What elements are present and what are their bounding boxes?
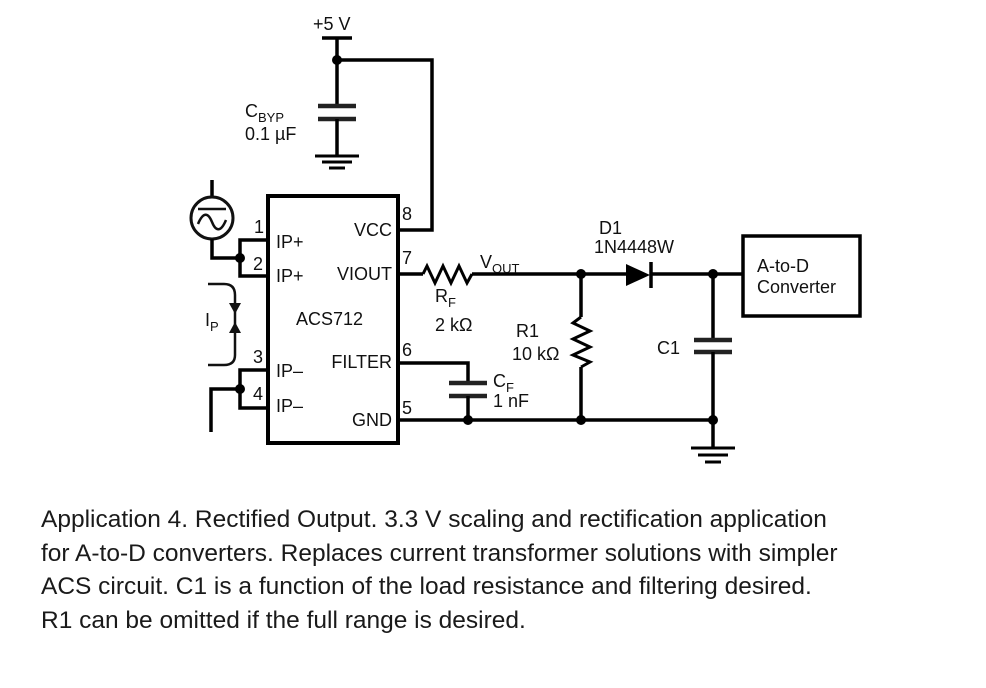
figure-caption: Application 4. Rectified Output. 3.3 V s…: [41, 503, 971, 637]
caption-line: ACS circuit. C1 is a function of the loa…: [41, 573, 812, 600]
chip-name: ACS712: [296, 309, 363, 329]
cbyp-value: 0.1 µF: [245, 124, 296, 144]
pin-label: IP+: [276, 266, 304, 286]
rf-resistor-icon: [421, 262, 474, 287]
diode-icon: [626, 262, 653, 288]
current-path-icon: [208, 282, 241, 367]
vout-label: VOUT: [480, 252, 520, 276]
pin-number: 6: [402, 340, 412, 360]
cf-name: CF: [493, 371, 514, 395]
r1-value: 10 kΩ: [512, 344, 559, 364]
cf-value: 1 nF: [493, 391, 529, 411]
adc-label-line2: Converter: [757, 277, 836, 297]
ac-source-icon: [189, 180, 240, 260]
pin-label: IP–: [276, 396, 303, 416]
caption-line: R1 can be omitted if the full range is d…: [41, 606, 526, 634]
supply-5v: +5 V: [313, 14, 434, 232]
caption-line: for A-to-D converters. Replaces current …: [41, 539, 838, 567]
adc-label-line1: A-to-D: [757, 256, 809, 276]
pin-number: 3: [253, 347, 263, 367]
chip-body: [266, 194, 400, 445]
c1-name: C1: [657, 338, 680, 358]
d1-part: 1N4448W: [594, 237, 674, 257]
ground-icon: [691, 446, 735, 464]
d1-name: D1: [599, 218, 622, 238]
ip-label: IP: [205, 310, 219, 334]
pin-label: FILTER: [331, 352, 392, 372]
cbyp-capacitor: CBYP 0.1 µF: [245, 101, 359, 170]
pin-number: 1: [254, 217, 264, 237]
pin-number: 4: [253, 384, 263, 404]
junction-dot: [463, 415, 473, 425]
cbyp-name: CBYP: [245, 101, 284, 125]
return-wire: [209, 387, 240, 432]
pin-number: 7: [402, 248, 412, 268]
pin-label: IP–: [276, 361, 303, 381]
source-wire: [210, 239, 240, 260]
pin-label: IP+: [276, 232, 304, 252]
pin-label: GND: [352, 410, 392, 430]
adc-block: A-to-D Converter: [741, 234, 862, 318]
pin-number: 5: [402, 398, 412, 418]
pin-number: 8: [402, 204, 412, 224]
pin-number: 2: [253, 254, 263, 274]
circuit-schematic: +5 V CBYP 0.1 µF IP: [189, 14, 862, 464]
supply-label: +5 V: [313, 14, 351, 34]
caption-line: Application 4. Rectified Output. 3.3 V s…: [41, 506, 827, 533]
rf-name: RF: [435, 286, 456, 310]
pin-label: VCC: [354, 220, 392, 240]
pin-label: VIOUT: [337, 264, 392, 284]
vcc-wire: [337, 58, 434, 232]
r1-resistor-icon: [569, 315, 594, 369]
filter-wire: [398, 361, 470, 383]
rf-value: 2 kΩ: [435, 315, 472, 335]
ground-icon: [315, 154, 359, 170]
adc-box: [741, 234, 862, 318]
r1-name: R1: [516, 321, 539, 341]
junction-dot: [235, 253, 245, 263]
junction-dot: [576, 415, 586, 425]
acs712-chip: ACS712 IP+ IP+ IP– IP– GND FILTER VIOUT …: [253, 194, 412, 445]
